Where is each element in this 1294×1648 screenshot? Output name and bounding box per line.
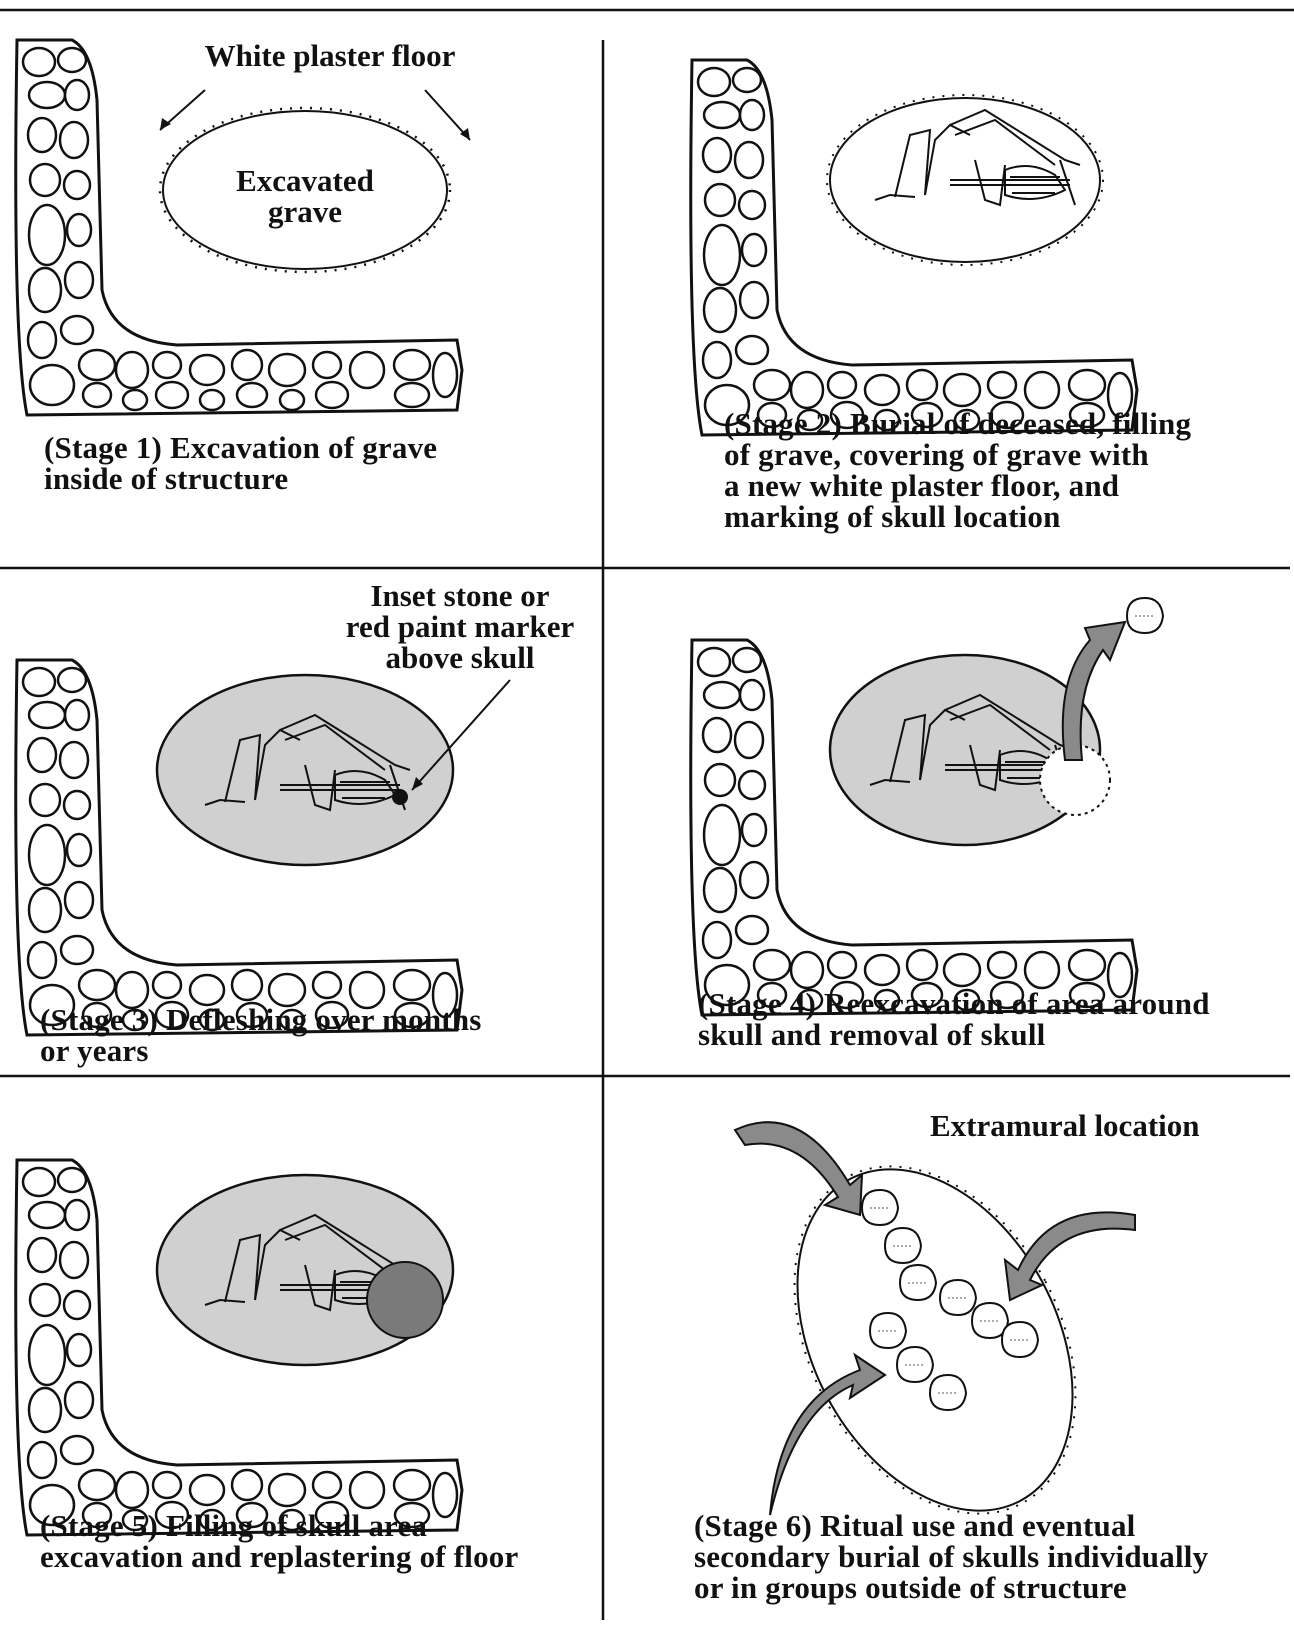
stage5-panel bbox=[16, 1160, 462, 1535]
stage2-panel bbox=[691, 60, 1137, 435]
stage1-panel bbox=[16, 40, 470, 415]
stage5-caption: (Stage 5) Filling of skull area excavati… bbox=[40, 1510, 600, 1572]
incoming-arrow-right bbox=[1005, 1212, 1135, 1300]
skull-marker bbox=[392, 789, 408, 805]
incoming-arrow-top bbox=[735, 1122, 862, 1215]
extramural-pit bbox=[742, 1122, 1128, 1558]
removed-skull bbox=[1127, 598, 1163, 633]
stage4-caption: (Stage 4) Reexcavation of area around sk… bbox=[698, 988, 1294, 1050]
floor-label: White plaster floor bbox=[175, 40, 485, 71]
extramural-label: Extramural location bbox=[930, 1110, 1270, 1141]
grave-label: Excavated grave bbox=[215, 165, 395, 227]
stage3-caption: (Stage 3) Defleshing over months or year… bbox=[40, 1004, 600, 1066]
refilled-skull-area bbox=[367, 1262, 443, 1338]
stage4-panel bbox=[691, 598, 1163, 1015]
stage1-caption: (Stage 1) Excavation of grave inside of … bbox=[44, 432, 584, 494]
stage6-panel bbox=[735, 1118, 1135, 1562]
marker-label: Inset stone or red paint marker above sk… bbox=[330, 580, 590, 673]
stage6-caption: (Stage 6) Ritual use and eventual second… bbox=[694, 1510, 1294, 1603]
stage2-caption: (Stage 2) Burial of deceased, filling of… bbox=[724, 408, 1284, 532]
stage3-panel bbox=[16, 660, 510, 1035]
